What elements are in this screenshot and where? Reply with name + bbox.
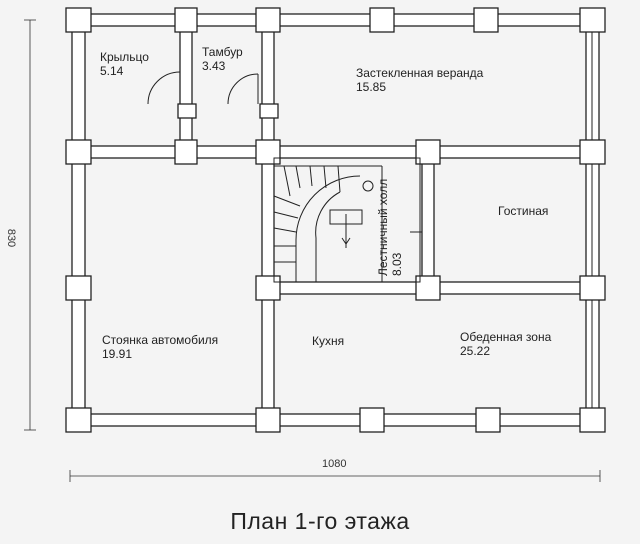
stairhall-area: 8.03 [390,252,404,276]
living-label: Гостиная [498,204,548,218]
dimension-width: 1080 [322,458,347,470]
parking-area: 19.91 [102,347,133,361]
porch-area: 5.14 [100,64,124,78]
veranda-area: 15.85 [356,80,387,94]
porch-name: Крыльцо [100,50,149,64]
parking-name: Стоянка автомобиля [102,333,219,347]
kitchen-label: Кухня [312,334,344,348]
vestibule-name: Тамбур [202,45,243,59]
veranda-name: Застекленная веранда [356,66,484,80]
vestibule-area: 3.43 [202,59,226,73]
stairhall-name: Лестничный холл [376,178,390,276]
vestibule-label: Тамбур 3.43 [202,45,243,73]
parking-label: Стоянка автомобиля 19.91 [102,333,218,361]
dimension-depth: 830 [5,228,18,248]
dining-area: 25.22 [460,344,491,358]
stairhall-label: Лестничный холл 8.03 [376,179,404,276]
plan-title: План 1-го этажа [230,508,410,534]
kitchen-name: Кухня [312,334,345,348]
porch-label: Крыльцо 5.14 [100,50,149,78]
dining-name: Обеденная зона [460,330,552,344]
veranda-label: Застекленная веранда 15.85 [356,66,483,94]
living-name: Гостиная [498,204,549,218]
dining-label: Обеденная зона 25.22 [460,330,551,358]
